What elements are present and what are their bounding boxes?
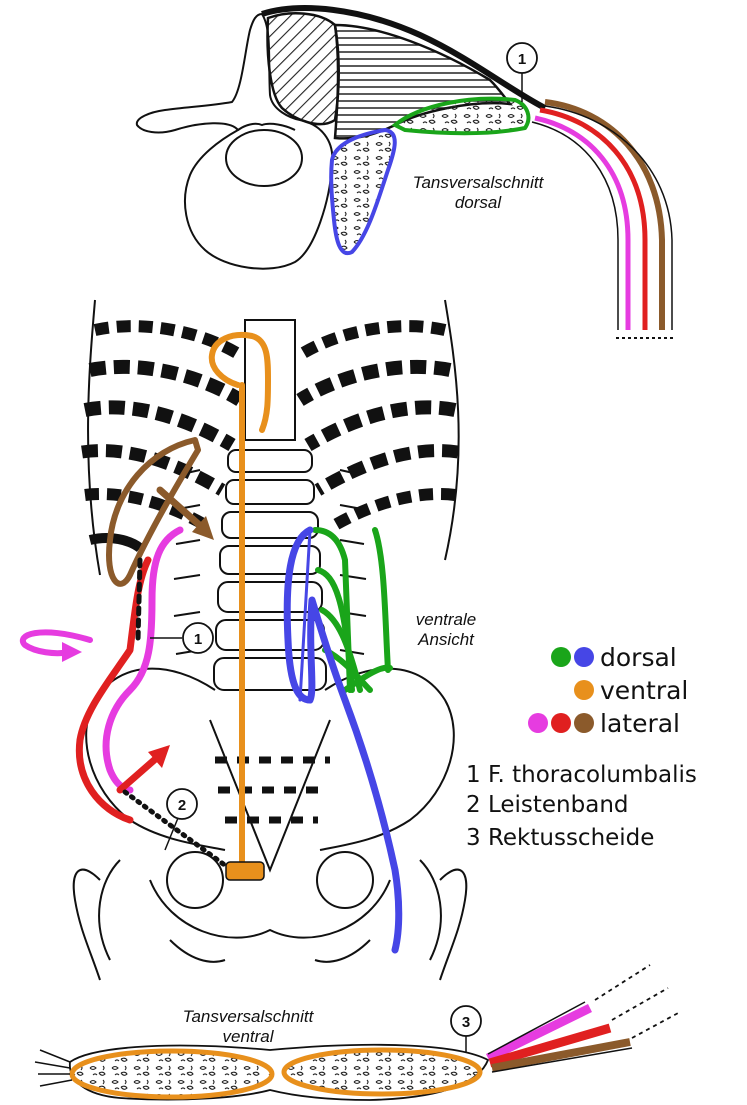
right-ribs [300, 326, 458, 525]
view-label-line2: Ansicht [417, 630, 475, 649]
front-magenta-curl-arrow [23, 632, 90, 653]
note-3: 3 Rektusscheide [466, 825, 654, 851]
top-blue-fascia [331, 130, 395, 253]
legend-red-dot [551, 713, 571, 733]
view-label-line1: ventrale [416, 610, 476, 629]
top-section-label-line2: dorsal [455, 193, 503, 212]
front-marker-2-number: 2 [178, 797, 186, 814]
top-marker-number: 1 [518, 51, 526, 68]
erector-spinae-hatched [268, 13, 339, 124]
bottom-transverse-section: Tansversalschnitt ventral 3 [35, 965, 680, 1100]
legend-green-dot [551, 647, 571, 667]
note-2: 2 Leistenband [466, 792, 629, 818]
legend-blue-dot [574, 647, 594, 667]
legend: dorsal ventral lateral [528, 643, 688, 738]
bottom-section-label-line1: Tansversalschnitt [183, 1007, 315, 1026]
bottom-marker-number: 3 [462, 1014, 470, 1031]
legend-magenta-dot [528, 713, 548, 733]
front-magenta-curl-arrowhead [62, 642, 82, 662]
legend-dorsal-label: dorsal [600, 643, 677, 672]
bottom-section-label-line2: ventral [222, 1027, 274, 1046]
bottom-rectus-right [284, 1050, 480, 1094]
legend-lateral-label: lateral [600, 709, 680, 738]
top-section-label-line1: Tansversalschnitt [413, 173, 545, 192]
front-brown-arrow [160, 490, 205, 530]
bottom-rectus-left [72, 1051, 272, 1097]
note-1: 1 F. thoracolumbalis [466, 762, 697, 788]
front-orange-pubic [226, 862, 264, 880]
legend-ventral-label: ventral [600, 676, 688, 705]
top-transverse-section: 1 Tansversalschnitt dorsal [137, 8, 674, 338]
numbered-notes: 1 F. thoracolumbalis 2 Leistenband 3 Rek… [466, 762, 697, 851]
legend-brown-dot [574, 713, 594, 733]
pelvis [74, 669, 467, 980]
legend-orange-dot [574, 680, 594, 700]
front-marker-1-number: 1 [194, 631, 202, 648]
